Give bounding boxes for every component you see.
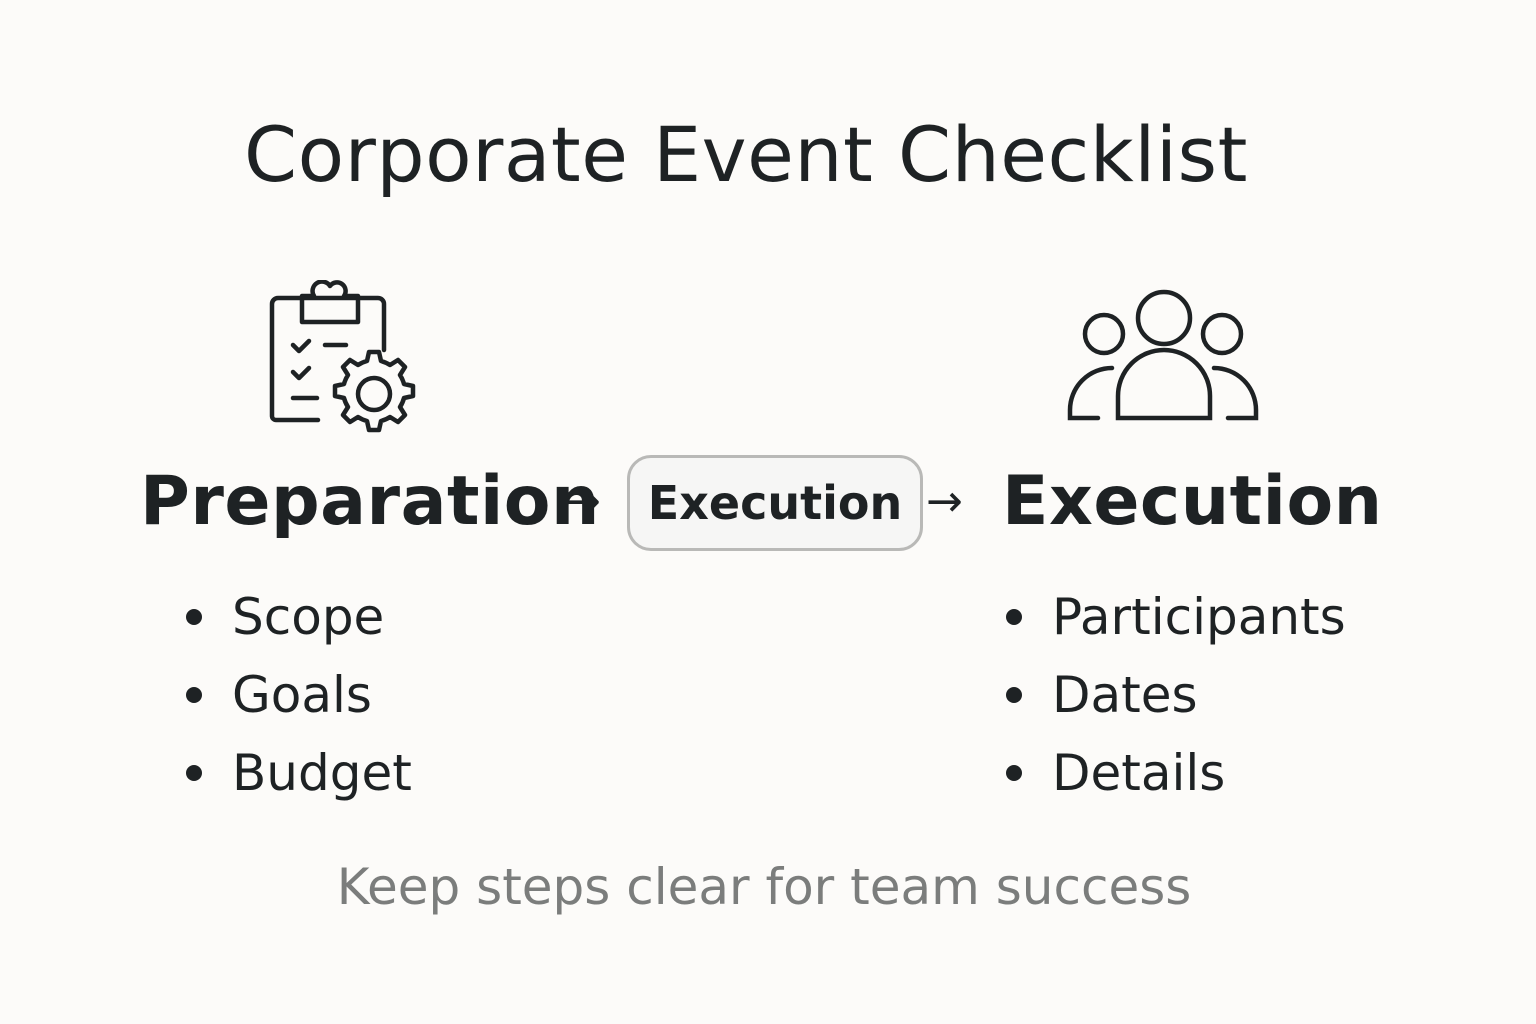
preparation-heading: Preparation [140,462,600,541]
preparation-list: Scope Goals Budget [186,578,412,812]
flow-arrow-icon: → [926,476,963,527]
team-group-icon [1067,289,1259,421]
execution-list: Participants Dates Details [1006,578,1346,812]
footer-tagline: Keep steps clear for team success [336,858,1192,916]
execution-step-pill: Execution [627,455,923,551]
bullet-icon [186,687,202,703]
execution-step-label: Execution [647,476,903,530]
list-item: Scope [186,578,412,656]
execution-heading: Execution [1002,462,1383,541]
list-item: Participants [1006,578,1346,656]
flow-arrow-icon: → [564,476,601,527]
page-title: Corporate Event Checklist [244,110,1248,199]
bullet-icon [1006,765,1022,781]
list-item: Dates [1006,656,1346,734]
clipboard-gear-icon [269,280,416,433]
bullet-icon [186,765,202,781]
bullet-icon [186,609,202,625]
bullet-icon [1006,609,1022,625]
list-item: Details [1006,734,1346,812]
list-item: Budget [186,734,412,812]
bullet-icon [1006,687,1022,703]
list-item: Goals [186,656,412,734]
